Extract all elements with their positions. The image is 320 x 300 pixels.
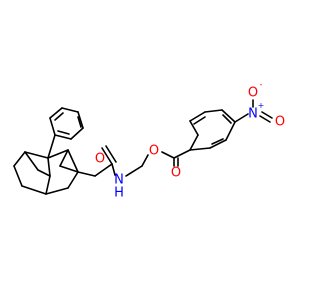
ester-o-c-bond (161, 151, 175, 159)
ester-carbonyl-oxygen-label: O (171, 166, 181, 181)
ester-ring-bond (173, 149, 191, 159)
nitro-nitrogen-label: N (248, 107, 258, 122)
molecule-structure: O N H O O N + O - O (13, 80, 285, 201)
ester-oxygen-label: O (149, 144, 159, 159)
ethyl-bond-2 (141, 154, 149, 167)
nitro-oxygen-top-label: O (248, 86, 258, 101)
ring-nitro-bond (234, 113, 249, 123)
nitro-nitrogen-charge: + (258, 101, 265, 110)
amide-cn-bond (111, 163, 116, 176)
amide-oxygen-label: O (95, 152, 105, 167)
nitrophenyl-ring (189, 109, 236, 151)
phenyl-cage-bond (47, 134, 56, 159)
nitro-oxygen-top-charge: - (260, 80, 263, 89)
nitro-o-bond-right-2 (261, 111, 273, 119)
bicyclic-cage (13, 149, 79, 195)
methylene-carbonyl-bond (94, 163, 113, 177)
nitro-o-bond-right-1 (259, 115, 271, 123)
amide-carbonyl-bond-1 (101, 147, 113, 165)
structure-canvas: O N H O O N + O - O (13, 80, 286, 201)
methylene-bond (77, 171, 96, 177)
nitro-oxygen-right-label: O (275, 115, 285, 130)
amide-nitrogen-label: N (114, 173, 124, 188)
phenyl-ring (49, 107, 84, 140)
amide-carbonyl-bond-2 (105, 145, 117, 163)
amide-hydrogen-label: H (114, 186, 124, 201)
ethyl-bond-1 (125, 165, 143, 177)
